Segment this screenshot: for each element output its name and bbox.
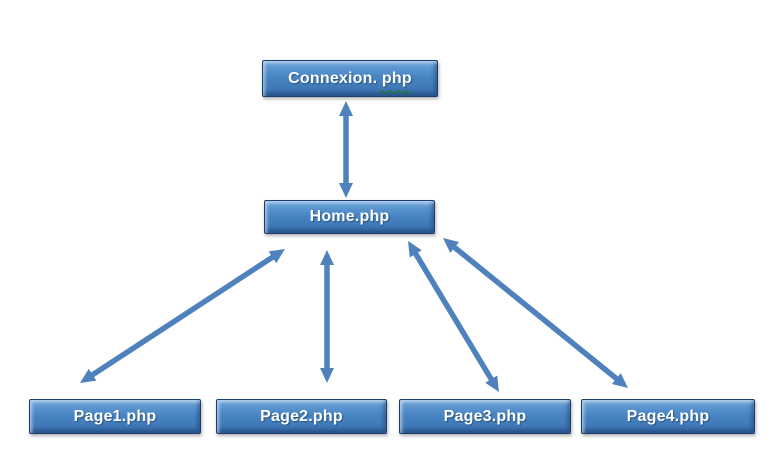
connector-connexion-home [339,101,353,198]
connector-home-page4 [443,238,628,388]
connector-home-page3 [408,241,499,392]
connector-home-page1 [80,249,285,383]
node-home-label: Home.php [309,208,390,225]
node-home-php: Home.php [264,200,435,234]
node-page3-php: Page3.php [399,399,571,434]
connector-home-page2 [320,250,334,383]
node-page4-php: Page4.php [581,399,755,434]
node-connexion-label: Connexion. php [288,69,412,87]
node-page2-php: Page2.php [216,399,387,434]
node-page3-label: Page3.php [443,407,527,425]
node-connexion-php: Connexion. php [262,60,438,97]
node-page2-label: Page2.php [260,407,343,425]
node-page4-label: Page4.php [626,407,710,425]
spellcheck-squiggle-icon [379,89,413,95]
node-page1-php: Page1.php [29,399,201,434]
node-page1-label: Page1.php [73,407,157,425]
